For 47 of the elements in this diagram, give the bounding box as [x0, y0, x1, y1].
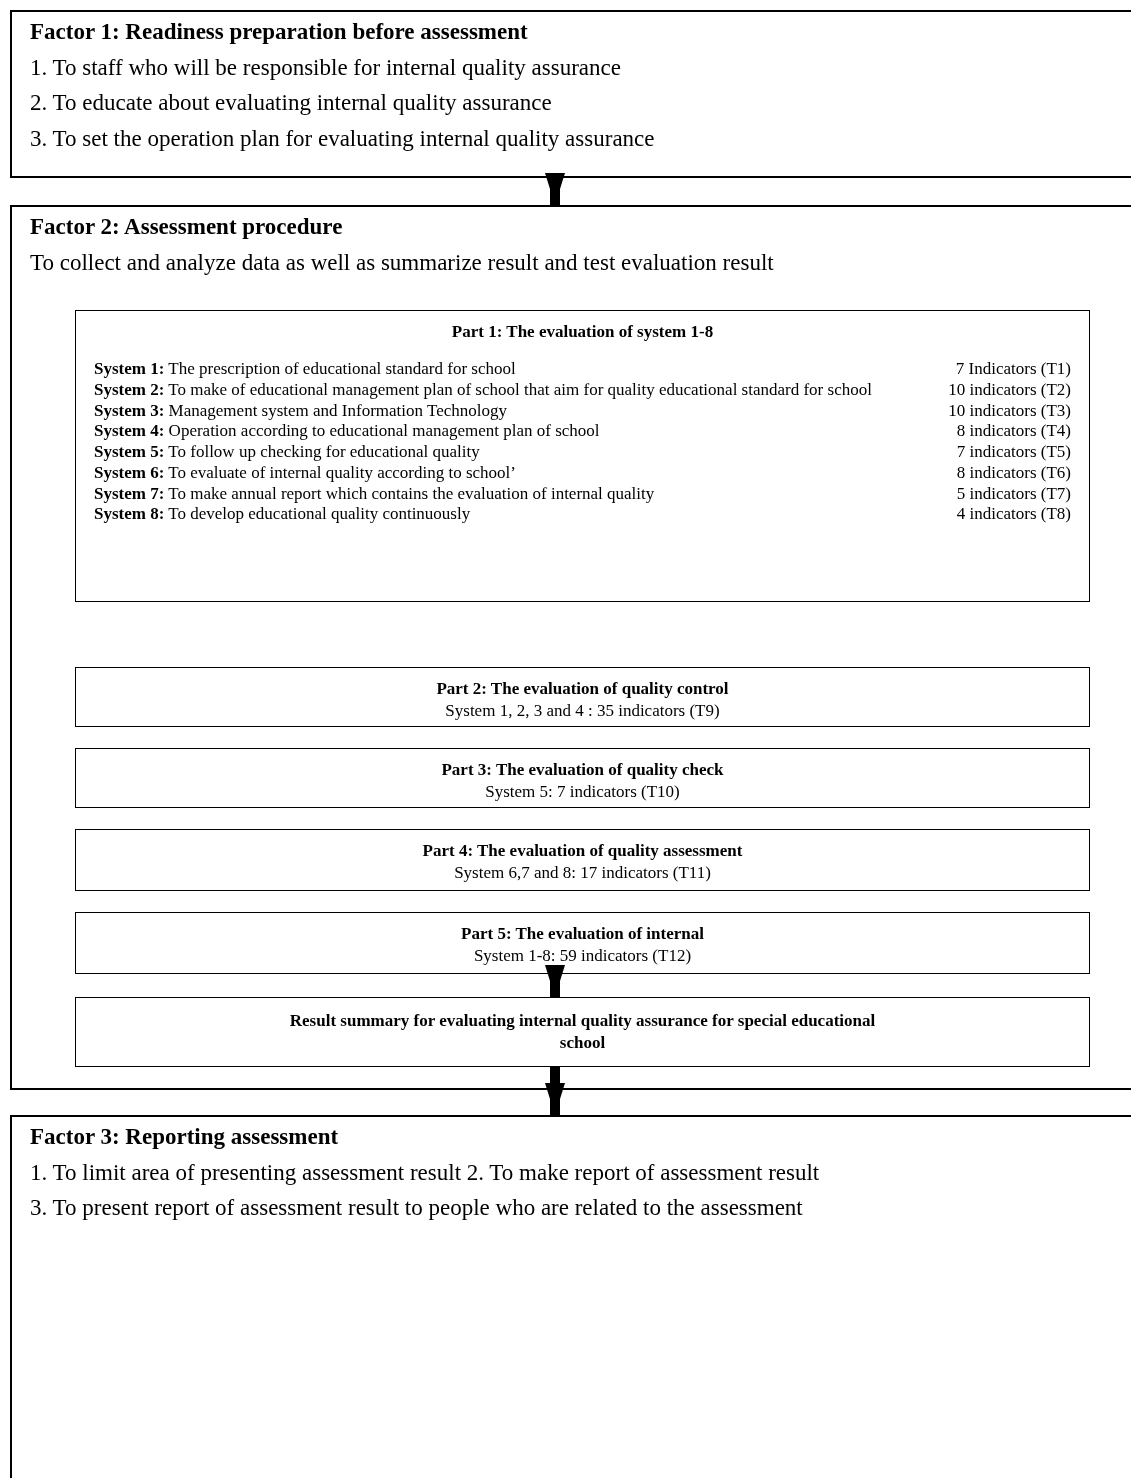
box-heading: Part 4: The evaluation of quality assessment: [421, 840, 744, 862]
system-description: System 5: To follow up checking for educational quality: [94, 442, 481, 463]
indicator-count: 7 indicators (T5): [955, 442, 1071, 463]
factor-panel: [10, 10, 1131, 178]
result-box: [75, 997, 1090, 1067]
system-description: System 1: The prescription of educational standard for school: [94, 359, 517, 380]
indicator-count: 7 Indicators (T1): [954, 359, 1071, 380]
box-text: Result summary for evaluating internal quality assurance for special educational school: [288, 1010, 877, 1055]
panel-heading: Factor 1: Readiness preparation before assessment: [30, 18, 529, 46]
list-item: 3. To set the operation plan for evaluating internal quality assurance: [30, 124, 656, 153]
box-heading: Part 2: The evaluation of quality control: [435, 678, 730, 700]
box-heading: Part 5: The evaluation of internal: [460, 923, 705, 945]
box-heading: Part 1: The evaluation of system 1-8: [450, 321, 715, 343]
system-description: System 4: Operation according to educational management plan of school: [94, 421, 601, 443]
factor-panel: [10, 1115, 1131, 1478]
box-text: System 6,7 and 8: 17 indicators (T11): [453, 862, 712, 885]
indicator-count: 10 indicators (T3): [948, 400, 1071, 422]
arrow: [545, 965, 565, 997]
part-box: [75, 667, 1090, 727]
panel-heading: Factor 2: Assessment procedure: [30, 213, 344, 241]
indicator-count: 4 indicators (T8): [955, 504, 1071, 525]
box-text: System 1, 2, 3 and 4 : 35 indicators (T9): [444, 700, 721, 723]
part-box: [75, 748, 1090, 808]
indicator-count: 8 indicators (T6): [955, 462, 1071, 484]
system-description: System 6: To evaluate of internal quality according to school’: [94, 462, 517, 484]
indicator-count: 10 indicators (T2): [948, 379, 1071, 401]
factor-panel: [10, 205, 1131, 1090]
part-box: [75, 829, 1090, 891]
list-item: 3. To present report of assessment result to people who are related to the assessment: [30, 1194, 804, 1223]
part-box: [75, 310, 1090, 602]
panel-heading: Factor 3: Reporting assessment: [30, 1123, 340, 1151]
list-item: 1. To staff who will be responsible for internal quality assurance: [30, 53, 622, 82]
arrow: [545, 173, 565, 205]
box-text: System 5: 7 indicators (T10): [484, 781, 681, 804]
list-item: 1. To limit area of presenting assessment result 2. To make report of assessment result: [30, 1158, 821, 1187]
indicator-count: 5 indicators (T7): [955, 483, 1071, 505]
box-text: System 1-8: 59 indicators (T12): [472, 945, 693, 968]
system-description: System 8: To develop educational quality continuously: [94, 504, 472, 525]
system-description: System 7: To make annual report which contains the evaluation of internal quality: [94, 483, 656, 505]
indicator-count: 8 indicators (T4): [955, 421, 1071, 443]
list-item: 2. To educate about evaluating internal quality assurance: [30, 89, 553, 118]
list-item: To collect and analyze data as well as summarize result and test evaluation result: [30, 248, 775, 277]
arrow: [545, 1067, 565, 1115]
part-box: [75, 912, 1090, 974]
system-description: System 2: To make of educational management plan of school that aim for quality educational standard for school: [94, 379, 873, 401]
system-description: System 3: Management system and Information Technology: [94, 400, 509, 422]
box-heading: Part 3: The evaluation of quality check: [440, 759, 725, 781]
